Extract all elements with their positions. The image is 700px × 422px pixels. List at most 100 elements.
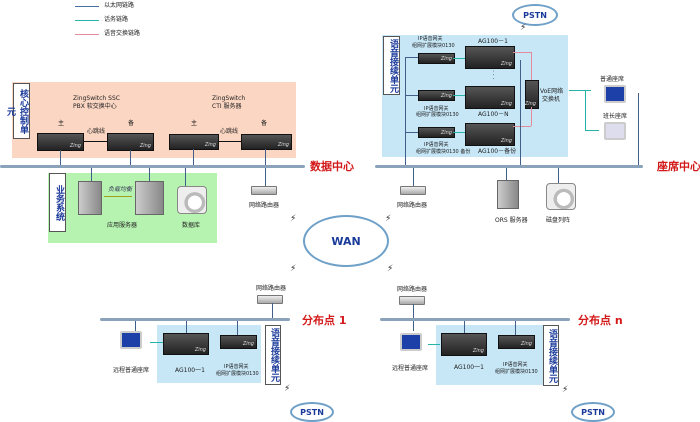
gateway-label: 组网扩展模块0130 — [412, 43, 455, 49]
gateway-label: IP语音网关 — [424, 142, 449, 148]
normal-seat-label: 普通座席 — [600, 76, 625, 83]
ag100-1-device — [465, 46, 515, 69]
ssc-primary-device — [37, 133, 84, 151]
branchn-bus — [380, 318, 570, 321]
ag100-n-label: AG100－N — [478, 111, 509, 118]
lightning-icon: ⚡ — [290, 214, 297, 224]
router-icon — [257, 295, 283, 304]
disk-array-label: 磁盘列阵 — [546, 217, 571, 224]
load-balance-link — [104, 196, 132, 197]
business-label: 业务系统 — [49, 173, 66, 232]
legend-label: 以太网链路 — [104, 2, 135, 9]
lightning-icon: ⚡ — [290, 264, 297, 274]
voice-unit-label: 语音接续单元 — [383, 36, 400, 95]
router-label: 网络路由器 — [397, 202, 428, 209]
ag100-n-device — [465, 86, 515, 109]
gateway-device — [418, 53, 455, 64]
app-server-label: 应用服务器 — [107, 222, 138, 229]
router-icon — [251, 186, 277, 195]
pstn-cloud: PSTN — [571, 402, 615, 422]
gateway-label: IP语音网关 — [418, 36, 443, 42]
branch1-bus — [100, 318, 290, 321]
branch1-voice-label: 语音接续单元 — [265, 325, 281, 385]
app-server-icon — [78, 181, 102, 215]
cti-primary-device — [169, 134, 219, 150]
switch-label: 交换机 — [542, 96, 561, 103]
ellipsis: · · · — [489, 70, 496, 80]
cti-backup-device — [241, 134, 292, 150]
lightning-icon: ⚡ — [387, 264, 394, 274]
ag100-device — [441, 333, 487, 356]
pstn-cloud: PSTN — [290, 402, 334, 422]
ag100-backup-label: AG100－备份 — [478, 148, 517, 155]
gateway-label: IP语音网关 — [503, 362, 528, 368]
remote-seat-label: 远程普通座席 — [113, 367, 150, 374]
leader-seat-pc-icon — [604, 122, 626, 140]
gateway-label: 组网扩展模块0130 — [216, 371, 259, 377]
backup-label: 备 — [261, 120, 268, 127]
primary-label: 主 — [58, 120, 65, 127]
ag100-label: AG100一1 — [175, 367, 205, 374]
branch1-label: 分布点 1 — [302, 314, 347, 327]
heartbeat-label: 心跳线 — [220, 128, 239, 135]
gateway-label: IP语音网关 — [224, 364, 249, 370]
database-icon — [177, 186, 207, 214]
database-label: 数据库 — [182, 222, 201, 229]
ors-server-icon — [497, 180, 519, 209]
data-center-label: 数据中心 — [310, 160, 354, 173]
ssc-subtitle: PBX 软交换中心 — [73, 103, 117, 110]
normal-seat-pc-icon — [604, 85, 626, 103]
ssc-backup-device — [107, 133, 154, 151]
app-server-icon — [135, 181, 164, 215]
heartbeat-link — [83, 141, 107, 142]
pstn-cloud: PSTN — [512, 4, 558, 26]
remote-seat-label: 远程普通座席 — [392, 365, 429, 372]
disk-array-icon — [546, 183, 576, 210]
router-icon — [400, 186, 426, 195]
lightning-icon: ⚡ — [385, 214, 392, 224]
heartbeat-label: 心跳线 — [87, 128, 106, 135]
ag100-label: AG100一1 — [454, 364, 484, 371]
branchn-voice-label: 语音接续单元 — [543, 325, 559, 386]
gateway-device — [418, 127, 455, 138]
gateway-device — [498, 335, 535, 349]
lightning-icon: ⚡ — [284, 384, 291, 394]
branchn-label: 分布点 n — [578, 314, 623, 327]
lightning-icon: ⚡ — [520, 23, 527, 33]
router-label: 网络路由器 — [397, 286, 428, 293]
cti-subtitle: CTI 服务器 — [212, 103, 242, 110]
ors-label: ORS 服务器 — [495, 217, 528, 224]
legend-voice-line — [75, 34, 99, 35]
lightning-icon: ⚡ — [562, 385, 569, 395]
core-label: 核心控制单元 — [5, 83, 30, 139]
cti-title: ZingSwitch — [212, 95, 246, 102]
legend-label: 话务链路 — [104, 16, 129, 23]
remote-seat-pc-icon — [120, 331, 142, 349]
primary-label: 主 — [191, 120, 198, 127]
remote-seat-pc-icon — [400, 333, 422, 351]
backup-label: 备 — [128, 120, 135, 127]
ag100-device — [163, 333, 209, 355]
gateway-device — [418, 90, 455, 101]
router-label: 网络路由器 — [256, 285, 287, 292]
gateway-label: 组网扩展模块0130 — [495, 369, 538, 375]
legend-ethernet-line — [75, 6, 99, 7]
leader-seat-label: 班长座席 — [603, 113, 628, 120]
wan-cloud: WAN — [303, 215, 389, 267]
gateway-device — [220, 335, 257, 349]
ag100-backup-device — [465, 123, 515, 146]
load-balance-label: 负载均衡 — [108, 186, 133, 193]
legend-traffic-line — [75, 20, 99, 21]
gateway-label: IP语音网关 — [424, 106, 449, 112]
gateway-label: 组网扩展模块0130 备份 — [416, 149, 471, 155]
router-label: 网络路由器 — [249, 202, 280, 209]
data-center-bus — [0, 165, 305, 168]
ssc-title: ZingSwitch SSC — [73, 95, 120, 102]
switch-label: VoE网络 — [540, 88, 564, 95]
legend-label: 语音交换链路 — [104, 30, 141, 37]
seat-center-label: 座席中心 — [657, 160, 700, 173]
gateway-label: 组网扩展模块0130 — [416, 112, 459, 118]
heartbeat-link — [218, 141, 241, 142]
ag100-1-label: AG100－1 — [478, 38, 508, 45]
router-icon — [399, 296, 425, 305]
